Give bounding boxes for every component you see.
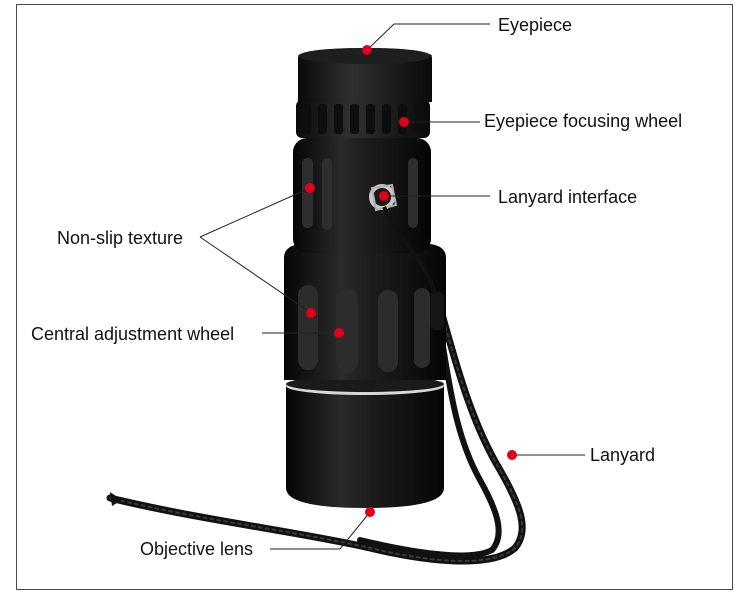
focus-wheel bbox=[296, 100, 430, 138]
lanyard-knot bbox=[110, 492, 122, 506]
marker-central-wheel bbox=[334, 328, 344, 338]
marker-non-slip-texture-2 bbox=[306, 308, 316, 318]
label-eyepiece-focusing-wheel: Eyepiece focusing wheel bbox=[484, 111, 683, 131]
leader-lines bbox=[199, 23, 585, 550]
figure-frame bbox=[16, 4, 733, 590]
label-central-adjustment-wheel: Central adjustment wheel bbox=[31, 324, 235, 344]
lanyard-strap bbox=[106, 296, 526, 565]
label-objective-lens: Objective lens bbox=[140, 539, 254, 559]
callout-markers bbox=[305, 45, 517, 517]
marker-lanyard-interface bbox=[379, 191, 389, 201]
label-non-slip-texture: Non-slip texture bbox=[57, 228, 184, 248]
objective-barrel bbox=[286, 385, 444, 508]
marker-lanyard bbox=[507, 450, 517, 460]
strap-sleeve bbox=[430, 292, 444, 330]
marker-focusing-wheel bbox=[399, 117, 409, 127]
lanyard-ring bbox=[369, 183, 440, 301]
label-eyepiece: Eyepiece bbox=[498, 15, 573, 35]
marker-eyepiece bbox=[362, 45, 372, 55]
label-lanyard-interface: Lanyard interface bbox=[498, 187, 638, 207]
label-lanyard: Lanyard bbox=[590, 445, 656, 465]
central-wheel-grips bbox=[298, 285, 430, 373]
marker-objective-lens bbox=[365, 507, 375, 517]
central-wheel-housing bbox=[284, 244, 446, 380]
focus-wheel-knurls bbox=[302, 104, 423, 134]
marker-non-slip-texture bbox=[305, 183, 315, 193]
non-slip-ribs bbox=[302, 158, 418, 230]
